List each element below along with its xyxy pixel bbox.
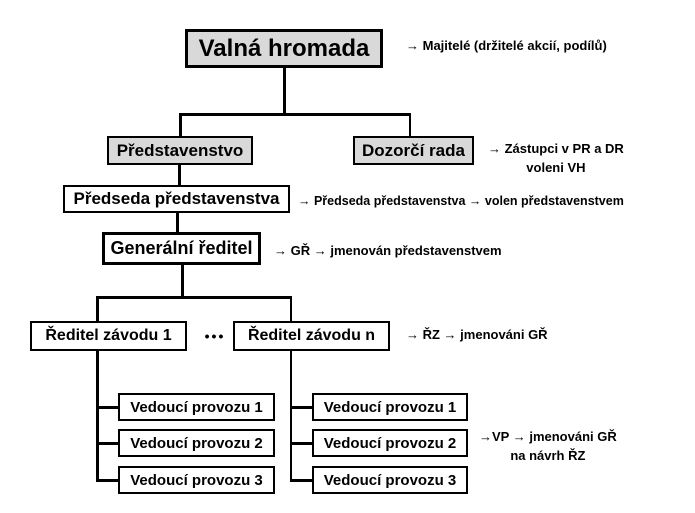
connector-to-reditel-n xyxy=(289,296,292,321)
annotation-zastupci-line1: → Zástupci v PR a DR xyxy=(488,141,624,156)
ellipsis-dots: ••• xyxy=(204,328,226,344)
box-vedouci-provozu-right-3: Vedoucí provozu 3 xyxy=(312,466,468,494)
box-valna-hromada: Valná hromada xyxy=(185,29,383,68)
stub-left-2 xyxy=(96,442,120,445)
spine-reditel-n xyxy=(289,350,292,481)
box-predstavenstvo: Představenstvo xyxy=(107,136,253,165)
box-dozorci-rada: Dozorčí rada xyxy=(353,136,474,165)
stub-right-3 xyxy=(289,479,314,482)
annotation-zastupci: → Zástupci v PR a DR voleni VH xyxy=(488,140,624,178)
box-vedouci-provozu-right-1: Vedoucí provozu 1 xyxy=(312,393,468,421)
annotation-vp-line1: →VP → jmenováni GŘ xyxy=(479,429,617,444)
box-vedouci-provozu-left-1: Vedoucí provozu 1 xyxy=(118,393,275,421)
annotation-rz-text: → ŘZ → jmenováni GŘ xyxy=(406,327,548,342)
annotation-zastupci-line2: voleni VH xyxy=(526,159,586,175)
connector-predstavenstvo-predseda xyxy=(178,164,181,185)
connector-vh-down xyxy=(283,67,286,115)
annotation-majitele: → Majitelé (držitelé akcií, podílů) xyxy=(406,37,607,56)
stub-right-2 xyxy=(289,442,314,445)
stub-left-1 xyxy=(96,406,120,409)
annotation-predseda-text: → Předseda představenstva → volen předst… xyxy=(298,194,624,208)
connector-predseda-gr xyxy=(176,212,179,232)
stub-right-1 xyxy=(289,406,314,409)
annotation-vp-line2: na návrh ŘZ xyxy=(510,447,586,463)
connector-gr-down xyxy=(181,264,184,298)
annotation-gr-text: → GŘ → jmenován představenstvem xyxy=(274,243,502,258)
connector-to-predstavenstvo xyxy=(179,113,182,136)
box-generalni-reditel: Generální ředitel xyxy=(102,232,261,265)
spine-reditel-1 xyxy=(96,350,99,481)
box-vedouci-provozu-right-2: Vedoucí provozu 2 xyxy=(312,429,468,457)
annotation-gr: → GŘ → jmenován představenstvem xyxy=(274,242,502,261)
box-reditel-zavodu-1: Ředitel závodu 1 xyxy=(30,321,187,351)
connector-h2 xyxy=(96,296,292,299)
annotation-predseda: → Předseda představenstva → volen předst… xyxy=(298,192,624,210)
annotation-vp: →VP → jmenováni GŘ na návrh ŘZ xyxy=(479,428,617,466)
box-vedouci-provozu-left-3: Vedoucí provozu 3 xyxy=(118,466,275,494)
annotation-rz: → ŘZ → jmenováni GŘ xyxy=(406,326,548,345)
connector-to-dozorci-rada xyxy=(408,113,411,136)
annotation-majitele-text: → Majitelé (držitelé akcií, podílů) xyxy=(406,38,607,53)
box-predseda-predstavenstva: Předseda představenstva xyxy=(63,185,290,213)
connector-h1 xyxy=(179,113,411,116)
stub-left-3 xyxy=(96,479,120,482)
box-reditel-zavodu-n: Ředitel závodu n xyxy=(233,321,390,351)
box-vedouci-provozu-left-2: Vedoucí provozu 2 xyxy=(118,429,275,457)
connector-to-reditel-1 xyxy=(96,296,99,321)
